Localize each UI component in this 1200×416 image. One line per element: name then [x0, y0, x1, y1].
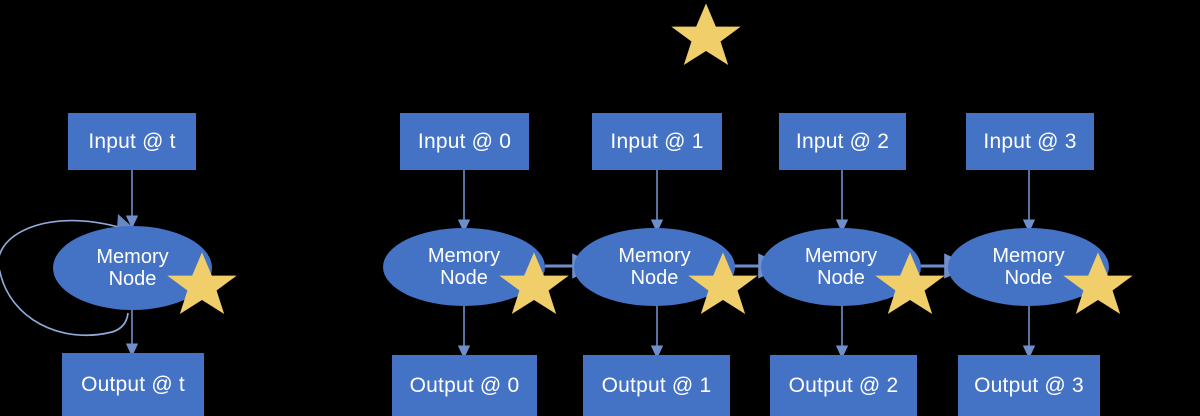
output-box-0-label: Output @ 0	[409, 373, 520, 397]
star-icon-legend	[671, 3, 741, 65]
input-box-1: Input @ 1	[592, 113, 722, 170]
memory-node-1: Memory Node	[574, 228, 735, 306]
input-box-0-label: Input @ 0	[417, 129, 512, 153]
memory-node-2-label-line1: Memory	[804, 244, 878, 267]
memory-node-t-label-line1: Memory	[96, 245, 169, 268]
output-box-2: Output @ 2	[770, 355, 917, 416]
memory-node-2: Memory Node	[761, 228, 921, 306]
memory-node-1-label-line1: Memory	[618, 244, 691, 267]
input-box-1-label: Input @ 1	[610, 129, 704, 153]
output-box-3-label: Output @ 3	[974, 373, 1084, 397]
memory-node-0-label-line1: Memory	[427, 244, 501, 267]
memory-node-1-label-line2: Node	[630, 267, 679, 289]
input-box-3-label: Input @ 3	[983, 129, 1077, 153]
input-box-t: Input @ t	[68, 113, 196, 170]
output-box-t-label: Output @ t	[81, 372, 185, 396]
memory-node-2-label-line2: Node	[817, 267, 865, 289]
memory-node-0-label-line2: Node	[440, 267, 488, 289]
input-box-3: Input @ 3	[966, 113, 1094, 170]
memory-node-t-label-line2: Node	[108, 268, 157, 290]
memory-node-3-label-line2: Node	[1004, 267, 1053, 289]
input-box-t-label: Input @ t	[88, 129, 176, 153]
input-box-0: Input @ 0	[400, 113, 529, 170]
output-box-2-label: Output @ 2	[788, 373, 899, 397]
memory-node-3: Memory Node	[948, 228, 1109, 306]
memory-node-0: Memory Node	[383, 228, 545, 306]
input-box-2: Input @ 2	[779, 113, 906, 170]
output-box-0: Output @ 0	[392, 355, 537, 416]
output-box-1: Output @ 1	[583, 355, 730, 416]
input-box-2-label: Input @ 2	[795, 129, 890, 153]
output-box-3: Output @ 3	[958, 355, 1100, 416]
memory-node-3-label-line1: Memory	[992, 244, 1065, 267]
memory-node-t: Memory Node	[53, 226, 212, 310]
output-box-t: Output @ t	[62, 353, 204, 416]
output-box-1-label: Output @ 1	[601, 373, 712, 397]
